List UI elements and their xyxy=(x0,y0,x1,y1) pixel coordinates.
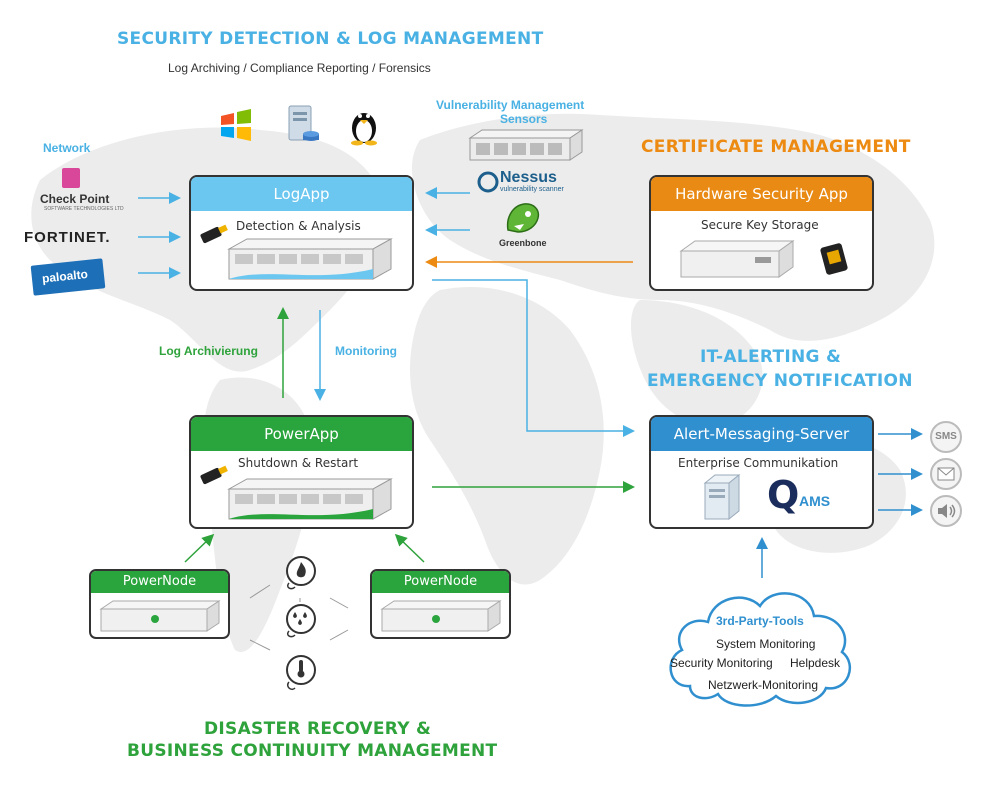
server-tower-icon xyxy=(703,473,741,521)
security-section-subtitle: Log Archiving / Compliance Reporting / F… xyxy=(168,61,431,75)
certificate-section-title: CERTIFICATE MANAGEMENT xyxy=(641,137,911,157)
security-section-title: SECURITY DETECTION & LOG MANAGEMENT xyxy=(117,29,544,49)
vuln-mgmt-label-line2: Sensors xyxy=(500,112,548,126)
hsa-title: Hardware Security App xyxy=(651,177,872,211)
hsa-appliance-icon xyxy=(679,240,795,278)
log-archiving-label: Log Archivierung xyxy=(159,344,258,358)
powernode-right[interactable]: PowerNode xyxy=(370,569,511,639)
cloud-system-monitoring: System Monitoring xyxy=(716,637,816,651)
checkpoint-logo-sub: SOFTWARE TECHNOLOGIES LTD xyxy=(44,206,124,212)
powernode-appliance-icon xyxy=(99,600,221,632)
cloud-security-monitoring: Security Monitoring xyxy=(670,656,773,670)
powernode-left[interactable]: PowerNode xyxy=(89,569,230,639)
ams-title: Alert-Messaging-Server xyxy=(651,417,872,451)
fire-sensor-icon xyxy=(286,556,316,590)
greenbone-dragon-icon xyxy=(506,203,540,233)
qams-logo-text: AMS xyxy=(799,493,831,509)
logapp-title: LogApp xyxy=(191,177,412,211)
hardware-security-app-box[interactable]: Hardware Security App Secure Key Storage xyxy=(649,175,874,291)
checkpoint-logo: Check Point xyxy=(40,192,110,206)
disaster-recovery-title-line2: BUSINESS CONTINUITY MANAGEMENT xyxy=(127,741,498,761)
water-sensor-icon xyxy=(286,604,316,638)
hsa-subtitle: Secure Key Storage xyxy=(701,218,819,232)
windows-icon xyxy=(221,109,251,141)
powerapp-subtitle: Shutdown & Restart xyxy=(238,456,359,470)
usb-key-icon xyxy=(200,224,228,244)
powerapp-appliance-icon xyxy=(227,478,393,520)
temperature-sensor-icon xyxy=(286,655,316,691)
powerapp-box[interactable]: PowerApp Shutdown & Restart xyxy=(189,415,414,529)
powernode-left-title: PowerNode xyxy=(91,571,228,593)
it-alerting-title-line2: EMERGENCY NOTIFICATION xyxy=(647,371,913,391)
fortinet-logo: FORTINET. xyxy=(24,229,111,246)
network-label: Network xyxy=(43,141,91,155)
alert-messaging-server-box[interactable]: Alert-Messaging-Server Enterprise Commun… xyxy=(649,415,874,529)
powernode-appliance-icon xyxy=(380,600,502,632)
qams-logo-letter: Q xyxy=(767,473,800,517)
vuln-mgmt-label-line1: Vulnerability Management xyxy=(436,98,585,112)
powernode-right-title: PowerNode xyxy=(372,571,509,593)
usb-key-icon xyxy=(200,465,228,485)
disaster-recovery-title-line1: DISASTER RECOVERY & xyxy=(204,719,432,739)
server-database-icon xyxy=(288,105,319,141)
logapp-box[interactable]: LogApp Detection & Analysis xyxy=(189,175,414,291)
cloud-helpdesk: Helpdesk xyxy=(790,656,841,670)
smartcard-token-icon xyxy=(820,243,848,275)
monitoring-label: Monitoring xyxy=(335,344,397,358)
third-party-tools-cloud xyxy=(669,592,852,707)
it-alerting-title-line1: IT-ALERTING & xyxy=(700,347,842,367)
cloud-title: 3rd-Party-Tools xyxy=(716,614,804,628)
logapp-subtitle: Detection & Analysis xyxy=(236,219,361,233)
powerapp-title: PowerApp xyxy=(191,417,412,451)
cloud-network-monitoring: Netzwerk-Monitoring xyxy=(708,678,819,692)
sms-channel: SMS xyxy=(930,421,962,453)
nessus-logo-sub: vulnerability scanner xyxy=(500,186,564,193)
sensor-appliance-icon xyxy=(468,129,584,161)
nessus-logo: Nessus xyxy=(500,169,557,186)
email-icon xyxy=(930,458,962,490)
nessus-logo-icon xyxy=(477,171,499,193)
logapp-appliance-icon xyxy=(227,238,393,280)
checkpoint-logo-icon xyxy=(62,168,80,188)
linux-tux-icon xyxy=(351,113,377,146)
greenbone-logo: Greenbone xyxy=(499,238,547,248)
sms-label: SMS xyxy=(935,431,957,442)
speaker-icon xyxy=(930,495,962,527)
ams-subtitle: Enterprise Communikation xyxy=(678,456,839,470)
